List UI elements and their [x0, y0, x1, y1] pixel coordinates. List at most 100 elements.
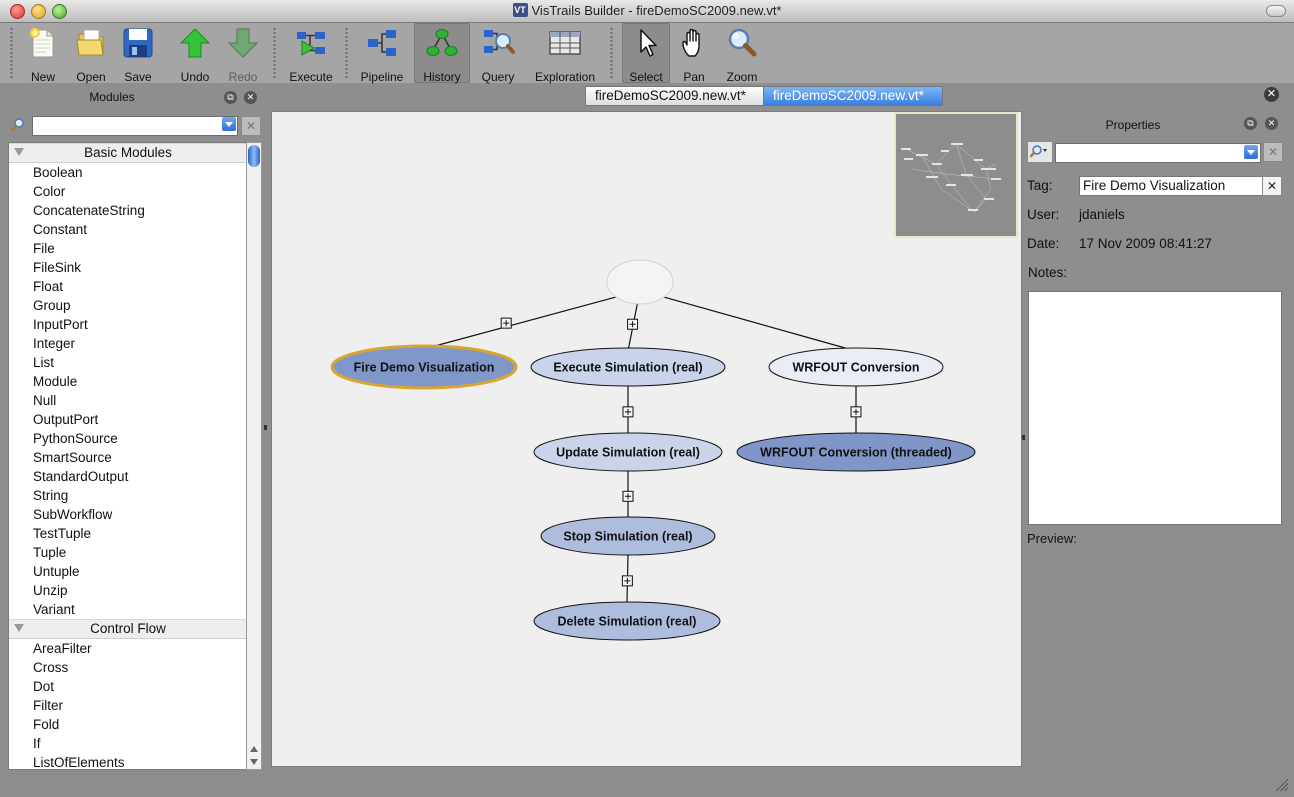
notes-textarea[interactable] — [1028, 291, 1282, 525]
module-item[interactable]: Variant — [33, 602, 75, 617]
properties-search-input[interactable] — [1055, 143, 1261, 163]
search-mode-button[interactable] — [1027, 141, 1053, 163]
open-button[interactable]: Open — [70, 24, 112, 84]
version-node-shape[interactable] — [530, 347, 726, 387]
module-item[interactable]: ListOfElements — [33, 755, 125, 770]
select-button[interactable]: Select — [622, 23, 670, 84]
module-item[interactable]: Module — [33, 374, 78, 389]
execute-button[interactable]: Execute — [287, 24, 335, 84]
version-node-shape[interactable] — [606, 259, 674, 305]
expand-edge-icon[interactable] — [622, 406, 634, 418]
module-item[interactable]: If — [33, 736, 41, 751]
window-resize-grip[interactable] — [1274, 777, 1288, 791]
clear-search-button[interactable]: ✕ — [1263, 142, 1283, 162]
expand-edge-icon[interactable] — [622, 490, 634, 502]
toolbar-grip[interactable] — [273, 27, 276, 79]
module-item[interactable]: Group — [33, 298, 71, 313]
version-node[interactable]: Execute Simulation (real) — [530, 347, 726, 387]
module-item[interactable]: Integer — [33, 336, 76, 351]
version-tree-canvas[interactable]: Fire Demo Visualization Execute Simulatio… — [271, 111, 1022, 767]
module-item[interactable]: SubWorkflow — [33, 507, 113, 522]
module-item[interactable]: File — [33, 241, 55, 256]
undo-button[interactable]: Undo — [174, 24, 216, 84]
left-splitter-handle[interactable] — [264, 425, 267, 430]
close-panel-icon[interactable]: ✕ — [1265, 117, 1278, 130]
module-item[interactable]: OutputPort — [33, 412, 99, 427]
pipeline-button[interactable]: Pipeline — [358, 24, 406, 84]
redo-button[interactable]: Redo — [222, 24, 264, 84]
toolbar-grip[interactable] — [610, 27, 613, 79]
expand-edge-icon[interactable] — [627, 318, 639, 330]
module-item[interactable]: Null — [33, 393, 57, 408]
window-close-button[interactable] — [10, 4, 25, 19]
float-panel-icon[interactable]: ⧉ — [1244, 117, 1257, 130]
version-node-shape[interactable] — [533, 432, 723, 472]
new-button[interactable]: New — [23, 24, 63, 84]
toolbar-grip[interactable] — [345, 27, 348, 79]
close-tab-icon[interactable]: ✕ — [1264, 87, 1279, 102]
module-item[interactable]: Unzip — [33, 583, 68, 598]
version-node[interactable]: WRFOUT Conversion — [768, 347, 944, 387]
zoom-button[interactable]: Zoom — [722, 24, 762, 84]
module-item[interactable]: String — [33, 488, 69, 503]
module-item[interactable]: Filter — [33, 698, 63, 713]
module-item[interactable]: FileSink — [33, 260, 82, 275]
module-item[interactable]: Float — [33, 279, 64, 294]
module-item[interactable]: Untuple — [33, 564, 80, 579]
toolbar-toggle-button[interactable] — [1266, 5, 1286, 17]
module-item[interactable]: List — [33, 355, 55, 370]
float-panel-icon[interactable]: ⧉ — [224, 91, 237, 104]
tag-input[interactable]: Fire Demo Visualization — [1079, 176, 1264, 196]
window-minimize-button[interactable] — [31, 4, 46, 19]
search-dropdown-button[interactable] — [1244, 145, 1258, 159]
scroll-up-arrow-icon[interactable] — [250, 746, 258, 752]
close-panel-icon[interactable]: ✕ — [244, 91, 257, 104]
clear-search-button[interactable]: ✕ — [241, 116, 261, 136]
expand-edge-icon[interactable] — [621, 575, 633, 587]
module-item[interactable]: InputPort — [33, 317, 88, 332]
save-button[interactable]: Save — [118, 24, 158, 84]
module-item[interactable]: Fold — [33, 717, 60, 732]
version-node[interactable]: Delete Simulation (real) — [533, 601, 721, 641]
search-dropdown-button[interactable] — [222, 117, 236, 131]
module-item[interactable]: PythonSource — [33, 431, 118, 446]
module-item[interactable]: TestTuple — [33, 526, 92, 541]
version-node[interactable]: Fire Demo Visualization — [330, 344, 518, 390]
module-item[interactable]: Boolean — [33, 165, 83, 180]
expand-edge-icon[interactable] — [500, 317, 512, 329]
clear-tag-button[interactable]: ✕ — [1262, 176, 1282, 196]
version-node-shape[interactable] — [330, 344, 518, 390]
window-zoom-button[interactable] — [52, 4, 67, 19]
version-node-shape[interactable] — [768, 347, 944, 387]
version-root-node[interactable] — [606, 259, 674, 305]
tab-document-2[interactable]: fireDemoSC2009.new.vt* — [763, 86, 943, 106]
category-basic-modules[interactable]: Basic Modules — [9, 143, 247, 163]
tree-minimap[interactable] — [894, 112, 1018, 238]
module-item[interactable]: Constant — [33, 222, 88, 237]
module-item[interactable]: Color — [33, 184, 66, 199]
module-item[interactable]: Tuple — [33, 545, 67, 560]
version-node[interactable]: Stop Simulation (real) — [540, 516, 716, 556]
version-node-shape[interactable] — [533, 601, 721, 641]
expand-arrow-icon[interactable] — [14, 624, 24, 632]
expand-arrow-icon[interactable] — [14, 148, 24, 156]
modules-search-input[interactable] — [32, 116, 238, 136]
expand-edge-icon[interactable] — [850, 406, 862, 418]
module-item[interactable]: SmartSource — [33, 450, 112, 465]
module-item[interactable]: StandardOutput — [33, 469, 129, 484]
pan-button[interactable]: Pan — [676, 24, 712, 84]
module-item[interactable]: Cross — [33, 660, 69, 675]
toolbar-grip[interactable] — [10, 27, 13, 79]
category-control-flow[interactable]: Control Flow — [9, 619, 247, 639]
scrollbar-thumb[interactable] — [248, 145, 260, 167]
version-tree-graph[interactable]: Fire Demo Visualization Execute Simulatio… — [272, 112, 1021, 766]
version-node-shape[interactable] — [736, 432, 976, 472]
scroll-down-arrow-icon[interactable] — [250, 759, 258, 765]
query-button[interactable]: Query — [476, 24, 520, 84]
version-node-shape[interactable] — [540, 516, 716, 556]
module-item[interactable]: ConcatenateString — [33, 203, 145, 218]
version-node[interactable]: WRFOUT Conversion (threaded) — [736, 432, 976, 472]
module-item[interactable]: AreaFilter — [33, 641, 92, 656]
exploration-button[interactable]: Exploration — [531, 24, 599, 84]
